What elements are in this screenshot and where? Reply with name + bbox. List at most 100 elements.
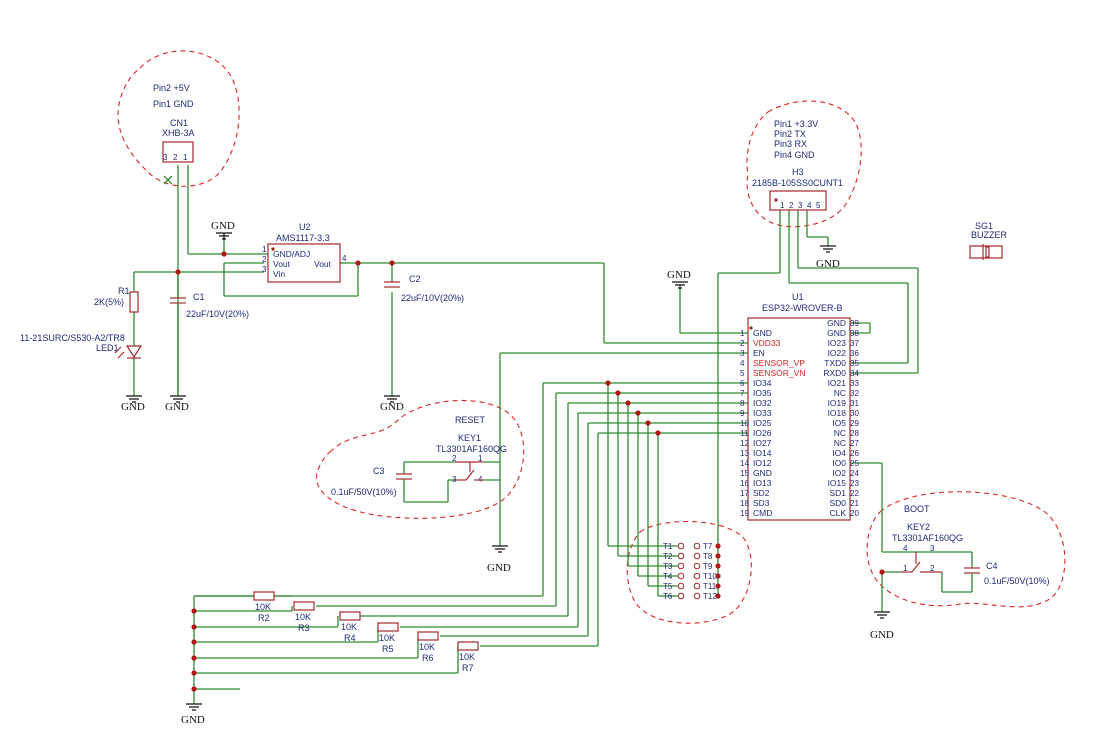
- gnd-symbol-u2: GND: [211, 220, 235, 240]
- u1-right-pin-label: TXD0: [824, 358, 846, 368]
- key1-value: TL3301AF160QG: [436, 444, 507, 454]
- gnd-symbol-resistors: GND: [181, 703, 205, 726]
- r1-ref: R1: [118, 286, 130, 296]
- testpoint-label: T2: [663, 552, 673, 561]
- u1-right-pin-label: IO18: [828, 408, 847, 418]
- u1-right-pin-label: CLK: [829, 508, 846, 518]
- u1-left-pin-label: SD2: [753, 488, 770, 498]
- cn1-ref: CN1: [170, 118, 188, 128]
- gnd-label-h3: GND: [816, 258, 840, 270]
- u1-body: [747, 317, 851, 521]
- u1-right-pin-number: 39: [850, 319, 859, 328]
- key2-value: TL3301AF160QG: [892, 533, 963, 543]
- testpoint-pad[interactable]: [693, 582, 701, 590]
- boot-switch-key2[interactable]: BOOT KEY2 TL3301AF160QG 4 3 1 2: [892, 504, 963, 573]
- testpoint-pad[interactable]: [677, 552, 685, 560]
- header-h3[interactable]: Pin1 +3.3V Pin2 TX Pin3 RX Pin4 GND H3 2…: [752, 119, 843, 211]
- u1-left-pin-label: IO34: [753, 378, 772, 388]
- u1-left-pin-number: 14: [740, 459, 749, 468]
- u1-left-pin-label: IO26: [753, 428, 772, 438]
- h3-annotation-outline: [746, 100, 862, 228]
- c3-ref: C3: [373, 466, 385, 476]
- testpoint-pad[interactable]: [693, 572, 701, 580]
- testpoint-pad[interactable]: [677, 562, 685, 570]
- testpoint-pad[interactable]: [677, 572, 685, 580]
- u1-right-pin-label: SD0: [829, 498, 846, 508]
- testpoint-label: T7: [703, 542, 713, 551]
- u1-right-pin-number: 20: [850, 509, 859, 518]
- c4-value: 0.1uF/50V(10%): [984, 576, 1050, 586]
- h3-note-line2: Pin2 TX: [774, 129, 806, 139]
- h3-pin2-num: 2: [789, 201, 794, 210]
- gnd-label-resistors: GND: [181, 714, 205, 726]
- testpoint-pad[interactable]: [693, 592, 701, 600]
- capacitor-c2[interactable]: C2 22uF/10V(20%): [384, 274, 464, 303]
- u1-left-pin-labels: GND1VDD332EN3SENSOR_VP4SENSOR_VN5IO346IO…: [740, 328, 805, 518]
- u1-left-pin-number: 1: [740, 329, 745, 338]
- regulator-u2[interactable]: U2 AMS1117-3.3 GND/ADJ Vout Vin Vout 1 2…: [262, 222, 347, 283]
- capacitor-c4[interactable]: C4 0.1uF/50V(10%): [964, 561, 1050, 586]
- u1-left-pin-number: 15: [740, 469, 749, 478]
- u1-left-pin-number: 5: [740, 369, 745, 378]
- u1-right-pin-label: IO22: [828, 348, 847, 358]
- led1-value: 11-21SURC/S530-A2/TR8: [20, 333, 125, 343]
- u1-right-pin-number: 33: [850, 379, 859, 388]
- u1-ref: U1: [792, 292, 804, 302]
- reset-switch-key1[interactable]: RESET KEY1 TL3301AF160QG 2 1 3 4: [436, 415, 507, 484]
- u1-left-pin-label: GND: [753, 328, 772, 338]
- h3-ref: H3: [792, 167, 804, 177]
- u2-pin4-num: 4: [342, 254, 347, 263]
- c2-ref: C2: [409, 274, 421, 284]
- gnd-label-c2: GND: [380, 401, 404, 413]
- capacitor-c3[interactable]: C3 0.1uF/50V(10%): [331, 466, 412, 497]
- cn1-annotation-outline: [117, 50, 240, 187]
- u1-left-pin-number: 11: [740, 429, 749, 438]
- led-led1[interactable]: 11-21SURC/S530-A2/TR8 LED1: [20, 333, 143, 359]
- u1-right-pin-number: 32: [850, 389, 859, 398]
- buzzer-sg1[interactable]: SG1 BUZZER: [969, 221, 1008, 260]
- testpoint-pad[interactable]: [693, 562, 701, 570]
- c3-value: 0.1uF/50V(10%): [331, 487, 397, 497]
- testpoint-label: T12: [703, 592, 717, 601]
- u1-value: ESP32-WROVER-B: [762, 303, 843, 313]
- u1-left-pin-label: SENSOR_VN: [753, 368, 805, 378]
- testpoint-pad[interactable]: [677, 542, 685, 550]
- wires: [133, 165, 973, 704]
- u2-body: [267, 243, 341, 283]
- u1-right-pin-label: IO15: [828, 478, 847, 488]
- h3-body: [769, 190, 827, 211]
- gnd-label-u2: GND: [211, 220, 235, 232]
- u1-right-pin-number: 21: [850, 499, 859, 508]
- resistor-ref: R6: [422, 653, 434, 663]
- testpoint-label: T6: [663, 592, 673, 601]
- u1-right-pin-label: SD1: [829, 488, 846, 498]
- u1-left-pin-number: 9: [740, 409, 745, 418]
- resistor-value: 10K: [459, 652, 475, 662]
- testpoint-pad[interactable]: [693, 542, 701, 550]
- u1-right-pin-label: NC: [834, 388, 846, 398]
- gnd-symbol-c2: GND: [380, 395, 404, 413]
- resistor-r1[interactable]: R1 2K(5%): [94, 286, 139, 313]
- sg1-body: [969, 245, 1003, 259]
- testpoint-pad[interactable]: [677, 592, 685, 600]
- cn1-body: [162, 141, 194, 163]
- testpoint-label: T11: [703, 582, 717, 591]
- u1-right-pin-number: 23: [850, 479, 859, 488]
- connector-cn1[interactable]: Pin2 +5V Pin1 GND CN1 XHB-3A 3 2 1: [153, 83, 195, 185]
- cn1-no-connect-mark: [163, 175, 173, 185]
- reset-annotation-outline: [316, 399, 525, 519]
- u1-left-pin-label: GND: [753, 468, 772, 478]
- testpoint-pad[interactable]: [677, 582, 685, 590]
- module-u1[interactable]: U1 ESP32-WROVER-B GND1VDD332EN3SENSOR_VP…: [740, 292, 859, 521]
- h3-note-line4: Pin4 GND: [774, 150, 815, 160]
- resistor-ref: R3: [298, 623, 310, 633]
- u1-right-pin-number: 26: [850, 449, 859, 458]
- testpoint-pad[interactable]: [693, 552, 701, 560]
